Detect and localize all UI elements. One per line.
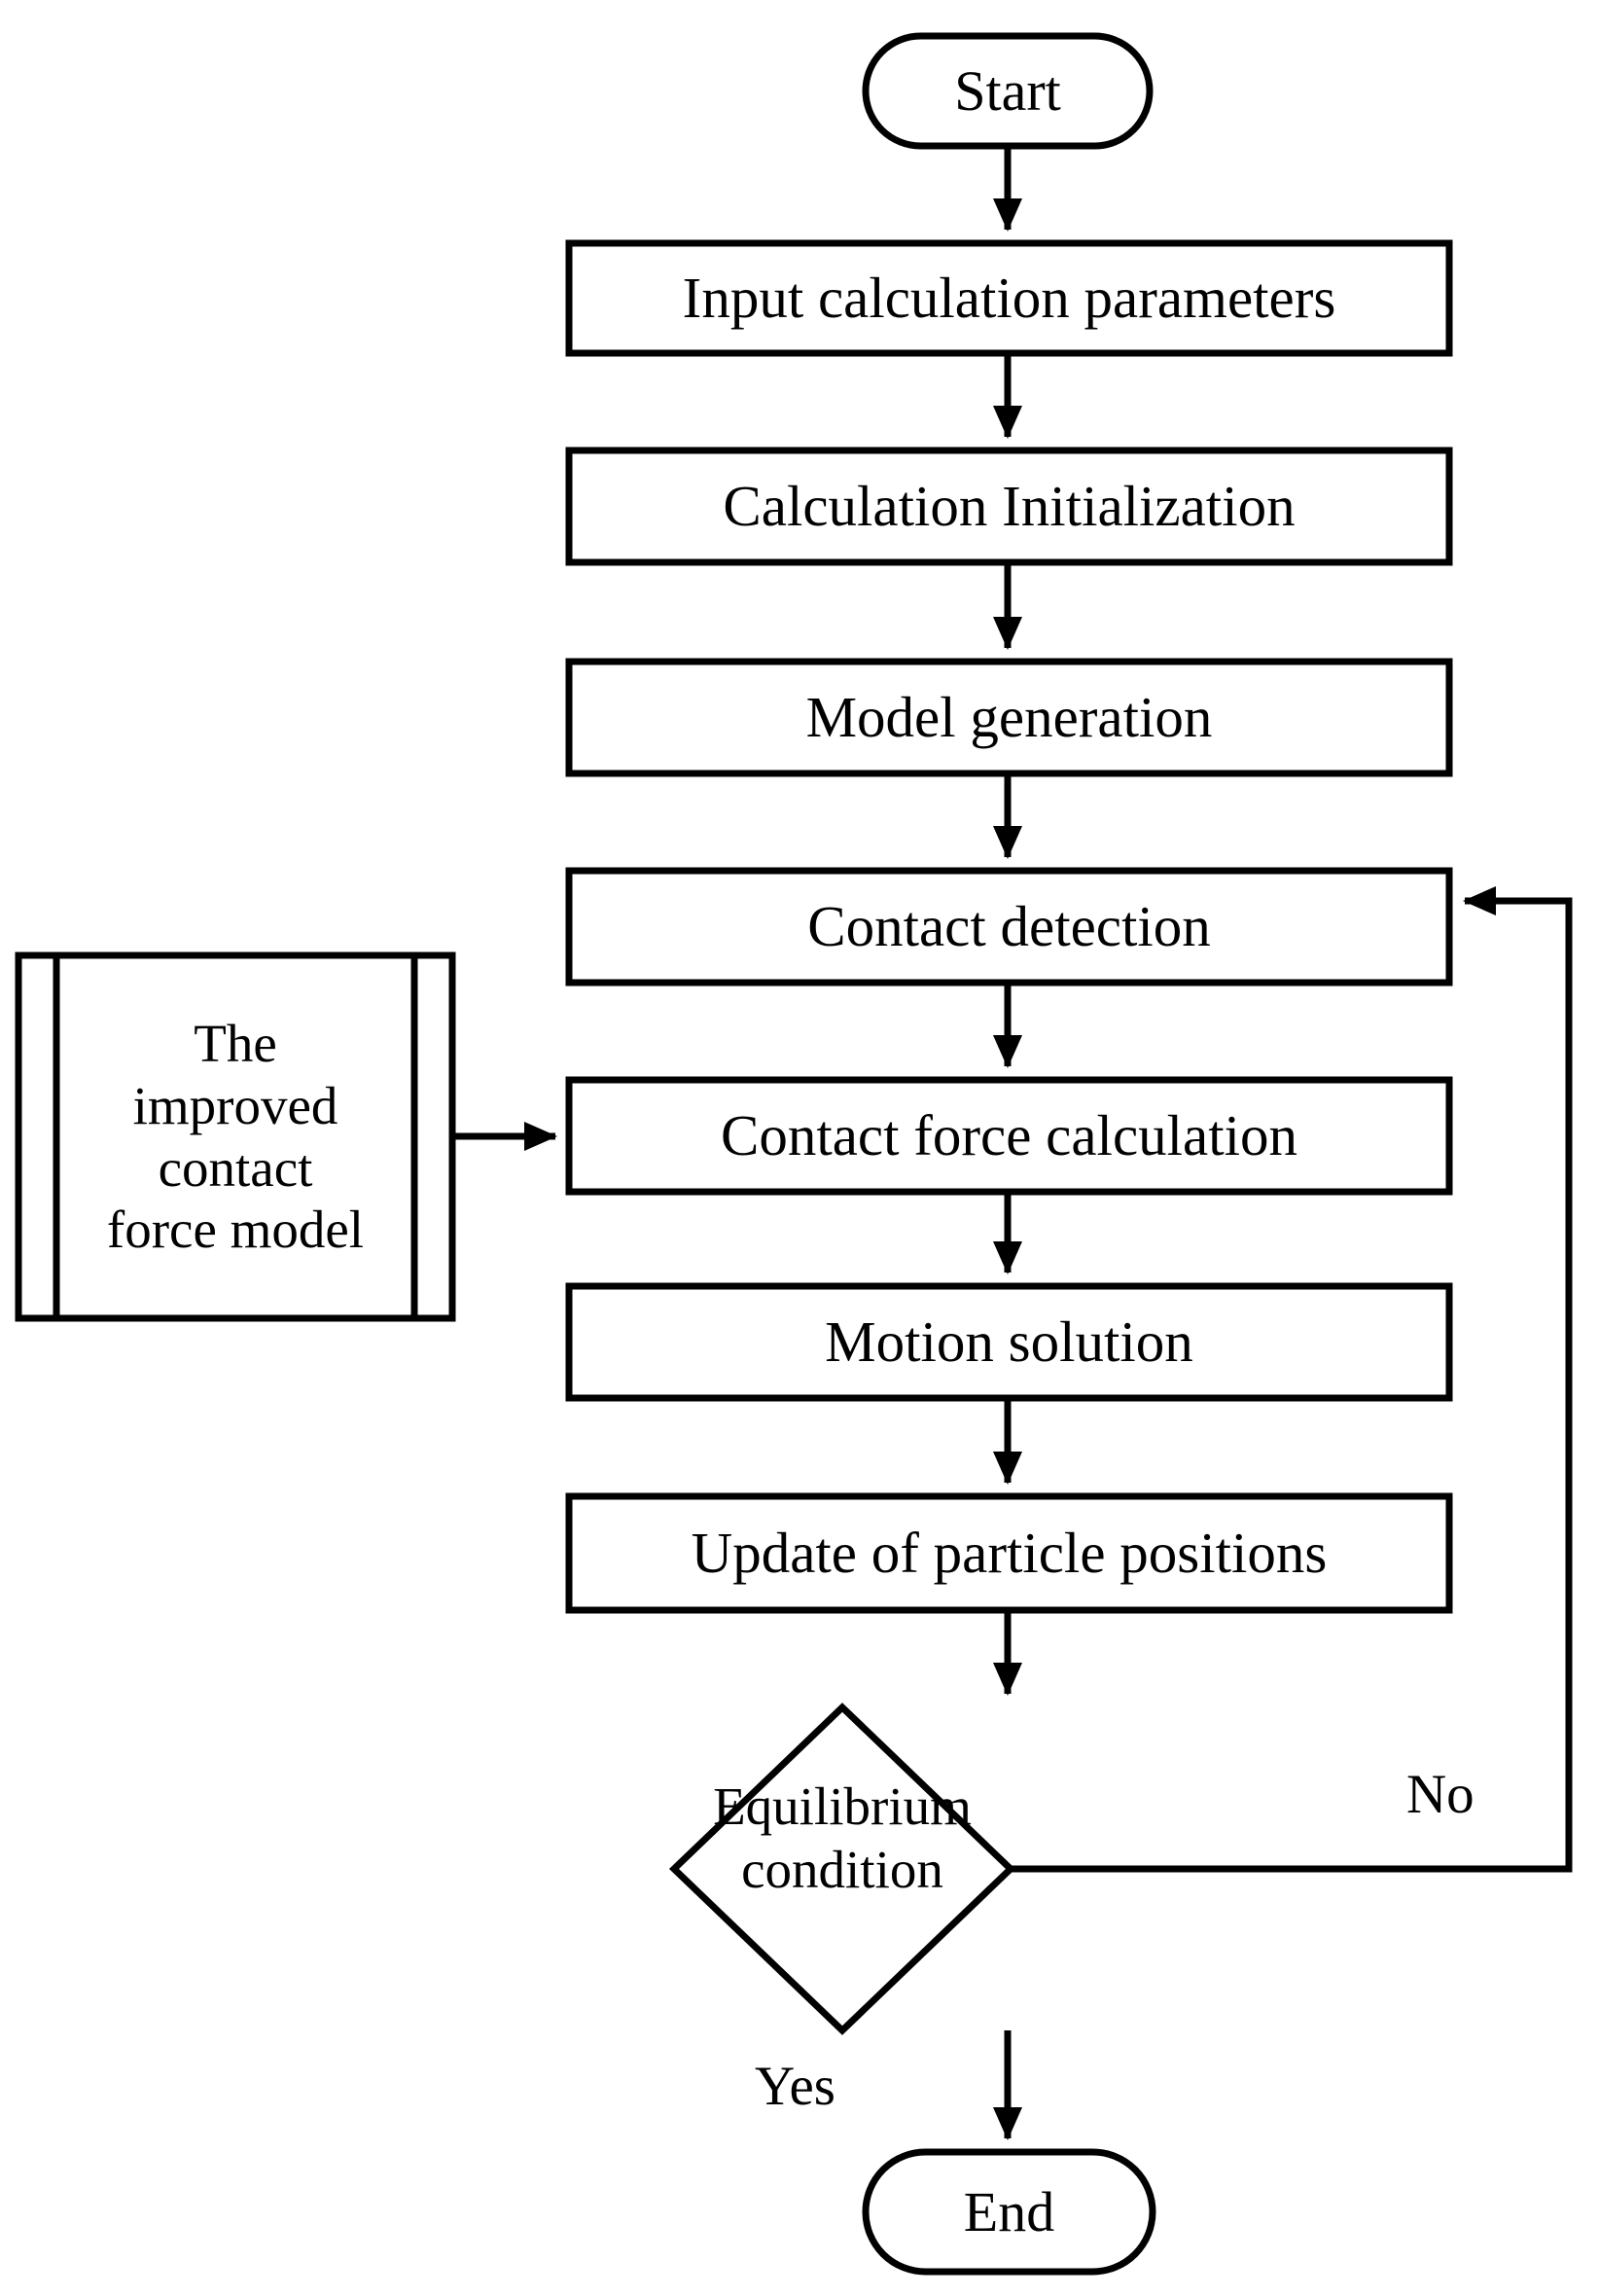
node-equilibrium-decision[interactable] (674, 1707, 1011, 2030)
node-update-positions[interactable] (569, 1496, 1449, 1610)
node-equilibrium-decision-shape[interactable] (668, 1703, 1016, 2035)
node-initialization-shape[interactable] (565, 447, 1453, 566)
node-model-generation[interactable] (569, 662, 1449, 773)
node-initialization[interactable] (569, 450, 1449, 562)
node-start[interactable] (866, 36, 1150, 146)
node-model-generation-shape[interactable] (565, 658, 1453, 777)
node-update-positions-shape[interactable] (565, 1492, 1453, 1614)
node-contact-detection[interactable] (569, 871, 1449, 983)
node-improved-model-shape[interactable] (15, 951, 456, 1322)
node-end-shape[interactable] (862, 2148, 1156, 2276)
node-motion-solution[interactable] (569, 1286, 1449, 1398)
node-input-parameters-shape[interactable] (565, 239, 1453, 357)
node-end[interactable] (866, 2152, 1153, 2272)
node-input-parameters[interactable] (569, 243, 1449, 353)
node-improved-model[interactable] (18, 955, 452, 1318)
edge-equilibrium-decision-to-contact-detection-no (1011, 886, 1573, 1873)
node-contact-force-calculation[interactable] (569, 1080, 1449, 1192)
